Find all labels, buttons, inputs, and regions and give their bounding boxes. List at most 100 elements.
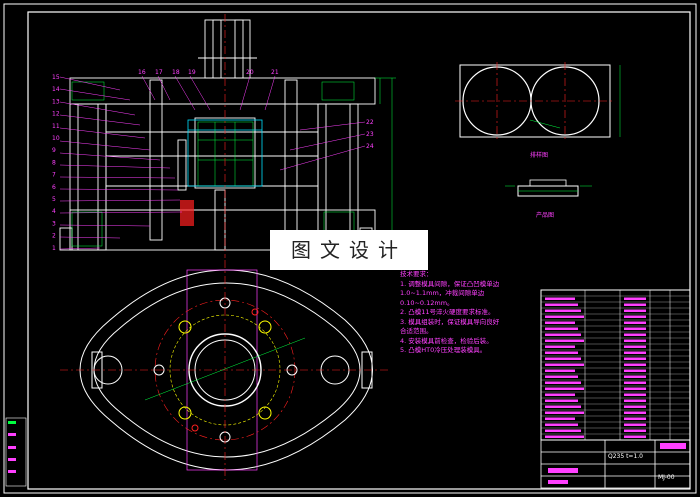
callout-number: 18 <box>172 69 180 76</box>
callout-number: 12 <box>52 111 60 118</box>
requirement-line: 4. 安装模具前检查，检验后装。 <box>400 336 493 345</box>
left-callout-numbers: 15 14 13 12 11 10 9 8 7 6 5 4 3 2 1 <box>52 74 60 252</box>
parts-list-entry-mark <box>624 405 646 408</box>
left-callout-leaders <box>59 76 183 250</box>
parts-list-entry-mark <box>624 435 646 438</box>
parts-list-entry-mark <box>624 411 646 414</box>
left-stamp-block <box>5 417 27 487</box>
callout-number: 16 <box>138 69 146 76</box>
top-callout-leaders <box>141 75 276 111</box>
parts-list-entry-mark <box>624 339 646 342</box>
plan-view <box>60 260 390 480</box>
callout-number: 14 <box>52 86 60 93</box>
front-section-view <box>59 19 376 251</box>
parts-list-entry-mark <box>624 303 646 306</box>
callout-number: 17 <box>155 69 163 76</box>
parts-list-entry-mark <box>624 375 646 378</box>
parts-list-entry-mark <box>624 315 646 318</box>
parts-list-entry-mark <box>545 297 575 300</box>
strip-layout-view <box>455 62 621 140</box>
requirement-line: 1. 调整模具间隙，保证凸凹模单边 <box>400 279 500 288</box>
parts-list-entry-mark <box>545 309 581 312</box>
material-spec: Q235 t=1.0 <box>608 453 644 460</box>
part-view-label: 产品图 <box>536 212 555 219</box>
parts-list-entry-mark <box>624 297 646 300</box>
parts-list-entry-mark <box>545 345 575 348</box>
parts-list-entry-mark <box>545 405 581 408</box>
requirement-line: 3. 模具组装时，保证模具导向良好 <box>400 317 500 326</box>
stripper-spring <box>180 200 194 226</box>
callout-number: 4 <box>52 208 56 215</box>
callout-number: 22 <box>366 119 374 126</box>
parts-list-entry-mark <box>624 387 646 390</box>
parts-list-entry-mark <box>624 333 646 336</box>
parts-list-entry-mark <box>624 399 646 402</box>
parts-list-entry-mark <box>545 303 578 306</box>
parts-list-entry-mark <box>624 363 646 366</box>
callout-number: 13 <box>52 98 60 105</box>
parts-list-entry-mark <box>545 363 584 366</box>
right-callout-leaders <box>279 121 366 171</box>
callout-number: 20 <box>246 69 254 76</box>
parts-list-entry-mark <box>545 423 578 426</box>
parts-list-entry-mark <box>545 369 575 372</box>
front-dimensions <box>375 77 396 251</box>
parts-list-entry-mark <box>624 429 646 432</box>
callout-number: 7 <box>52 172 56 179</box>
parts-list-entry-mark <box>624 327 646 330</box>
callout-number: 19 <box>188 69 196 76</box>
callout-number: 9 <box>52 147 56 154</box>
drawing-code: MJ-00 <box>658 474 675 481</box>
sheet-border-inner <box>27 11 691 490</box>
parts-list-entry-mark <box>545 333 581 336</box>
requirement-line: 2. 凸模11号淬火硬度要求标准。 <box>400 308 495 316</box>
requirement-line: 0.10~0.12mm。 <box>400 298 454 307</box>
parts-list-entry-mark <box>545 387 584 390</box>
parts-list-entry-mark <box>545 435 584 438</box>
parts-list-entry-mark <box>545 429 581 432</box>
callout-number: 1 <box>52 245 56 252</box>
section-hatching <box>71 81 355 247</box>
callout-number: 3 <box>52 220 56 227</box>
technical-requirements-heading: 技术要求： <box>400 270 433 278</box>
parts-list-entry-mark <box>545 393 575 396</box>
parts-list-entry-mark <box>624 393 646 396</box>
parts-list-entry-mark <box>545 417 575 420</box>
requirement-line: 5. 凸模HT0冷压处理装模具。 <box>400 346 487 354</box>
parts-list-entry-mark <box>624 381 646 384</box>
parts-list-entry-mark <box>624 321 646 324</box>
requirement-line: 合适范围。 <box>400 327 433 335</box>
callout-number: 15 <box>52 74 60 81</box>
callout-number: 2 <box>52 233 56 240</box>
parts-list-entry-mark <box>545 411 584 414</box>
title-block <box>540 439 691 489</box>
part-section-view <box>505 179 592 197</box>
parts-list-entry-mark <box>545 375 578 378</box>
callout-number: 10 <box>52 135 60 142</box>
parts-list-entry-mark <box>545 315 584 318</box>
technical-requirements: 技术要求： 1. 调整模具间隙，保证凸凹模单边 1.0~1.1mm，冲裁间隙单边… <box>400 270 540 356</box>
parts-list-entry-mark <box>545 321 575 324</box>
top-callout-numbers: 16 17 18 19 20 21 <box>138 69 279 76</box>
sheet-border-outer <box>3 3 697 494</box>
parts-list-entry-mark <box>545 399 578 402</box>
parts-list-entry-mark <box>545 381 581 384</box>
parts-list-entry-mark <box>545 327 578 330</box>
requirement-line: 1.0~1.1mm，冲裁间隙单边 <box>400 289 485 297</box>
callout-number: 11 <box>52 123 60 130</box>
parts-list-entry-mark <box>545 339 584 342</box>
callout-number: 5 <box>52 196 56 203</box>
callout-number: 24 <box>366 143 374 150</box>
parts-list-entry-mark <box>624 357 646 360</box>
strip-layout-label: 排样图 <box>530 152 549 159</box>
parts-list-entry-mark <box>624 423 646 426</box>
callout-number: 23 <box>366 131 374 138</box>
callout-number: 6 <box>52 184 56 191</box>
callout-number: 21 <box>271 69 279 76</box>
right-callout-numbers: 22 23 24 <box>366 119 374 150</box>
parts-list-entry-mark <box>545 351 578 354</box>
parts-list-entry-mark <box>624 351 646 354</box>
parts-list-entry-mark <box>624 417 646 420</box>
callout-number: 8 <box>52 159 56 166</box>
